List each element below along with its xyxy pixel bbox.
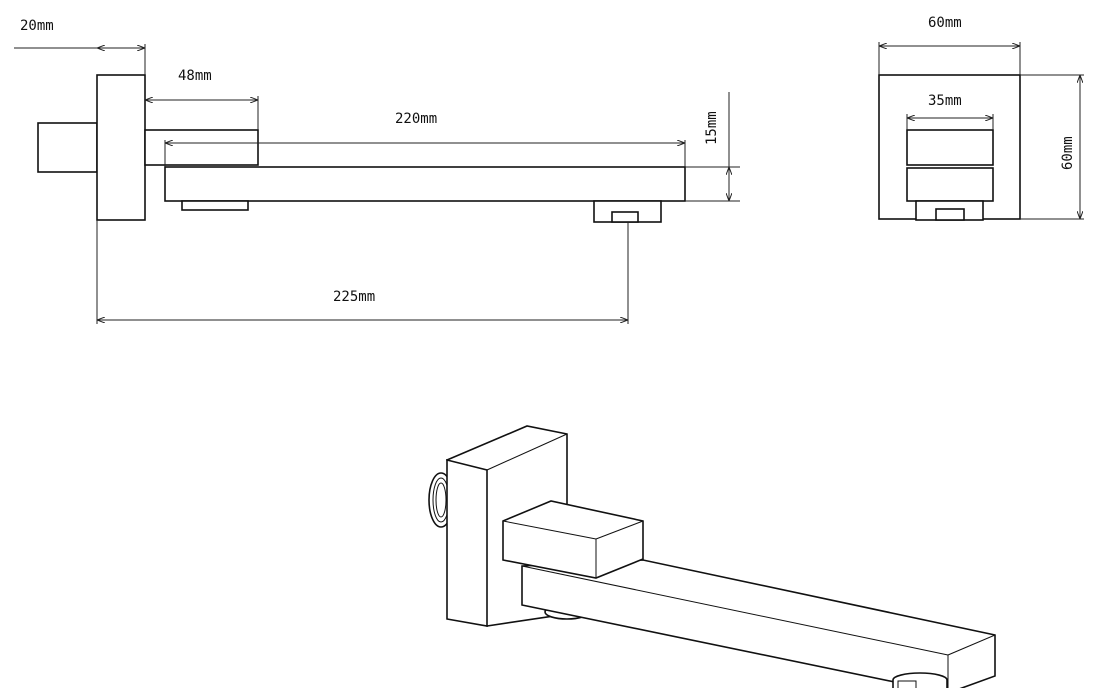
spout-face — [906, 167, 994, 202]
iso-flange-front — [446, 458, 488, 627]
iso-aerator — [892, 672, 948, 688]
dim-spout-width: 35mm — [928, 93, 962, 109]
wall-flange — [96, 74, 146, 221]
dim-spout-length: 220mm — [395, 111, 437, 127]
threaded-inlet — [37, 122, 98, 173]
iso-spout — [521, 559, 996, 688]
iso-collar — [502, 500, 644, 579]
aerator-outlet-face — [935, 208, 965, 221]
side-view: 20mm 48mm 220mm 15mm 225mm — [14, 18, 740, 324]
spout-body — [164, 166, 686, 202]
collar — [144, 129, 259, 166]
dim-total-projection: 225mm — [333, 289, 375, 305]
front-view: 60mm 35mm 60mm — [878, 15, 1084, 221]
collar-face — [906, 129, 994, 166]
dim-spout-height: 15mm — [704, 111, 720, 145]
dim-flange-thickness: 20mm — [20, 18, 54, 34]
dim-flange-width: 60mm — [928, 15, 962, 31]
aerator-outlet — [611, 211, 639, 223]
dim-collar-length: 48mm — [178, 68, 212, 84]
dim-flange-height: 60mm — [1060, 136, 1076, 170]
isometric-view — [428, 425, 996, 688]
diverter-nozzle — [181, 200, 249, 211]
